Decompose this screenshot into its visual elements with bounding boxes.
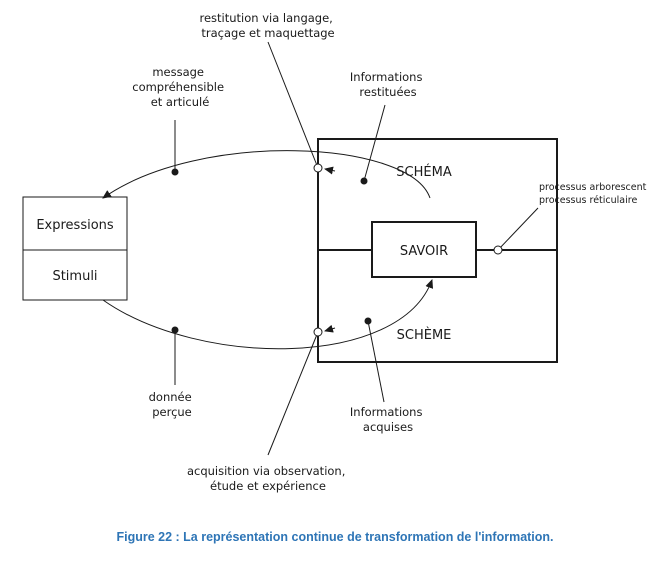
expressions-stimuli-box [22, 196, 128, 301]
message-dot [171, 168, 179, 176]
info-restituees-label: Informations restituées [350, 70, 426, 99]
bottom-edge-arrow [324, 324, 336, 333]
acquisition-leader [267, 331, 319, 456]
processus-leader [497, 207, 539, 251]
acquisition-label: acquisition via observation, étude et ex… [187, 464, 349, 493]
restitution-node [313, 163, 323, 173]
info-acquises-label: Informations acquises [350, 405, 426, 434]
top-edge-arrow [324, 166, 336, 175]
information-transformation-diagram: Expressions Stimuli SAVOIR SCHÉMA SCHÈME… [22, 11, 649, 493]
processus-node [493, 245, 503, 255]
donnee-dot [171, 326, 179, 334]
restitution-label: restitution via langage, traçage et maqu… [200, 11, 337, 40]
expressions-label: Expressions [36, 218, 114, 233]
info-acquises-leader [367, 320, 385, 403]
scheme-label: SCHÈME [397, 327, 452, 343]
acquisition-node [313, 327, 323, 337]
savoir-label: SAVOIR [400, 244, 448, 259]
donnee-label: donnée perçue [149, 390, 196, 419]
message-label: message compréhensible et articulé [132, 65, 227, 109]
info-restituees-dot [360, 177, 368, 185]
figure-caption: Figure 22 : La représentation continue d… [116, 530, 554, 544]
restitution-flow-arc [102, 150, 431, 199]
stimuli-label: Stimuli [52, 269, 97, 284]
info-restituees-leader [363, 104, 386, 182]
processus-label: processus arborescent processus réticula… [539, 182, 649, 206]
savoir-box [371, 221, 477, 278]
restitution-leader [267, 41, 319, 169]
info-acquises-dot [364, 317, 372, 325]
acquisition-flow-arc [102, 279, 434, 350]
